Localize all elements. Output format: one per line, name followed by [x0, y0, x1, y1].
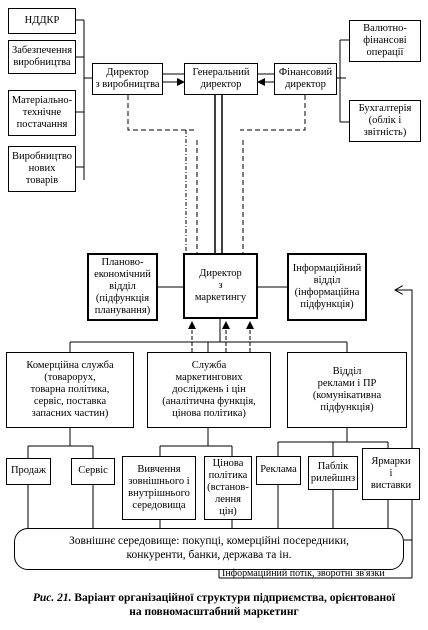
information-flow-note: Інформаційний потік, зворотні зв'язки [222, 568, 385, 579]
caption-title-line2: на повномасштабний маркетинг [129, 605, 299, 618]
figure-number: Рис. 21. [32, 592, 72, 604]
environment-study-box: Вивчення зовнішнього і внутрішнього сере… [122, 456, 196, 520]
advertising-pr-department-box: Відділ реклами і ПР (комунікативна підфу… [287, 352, 407, 428]
service-box: Сервіс [71, 458, 115, 485]
advertising-box: Реклама [256, 456, 301, 485]
accounting-box: Бухгалтерія (облік і звітність) [349, 100, 421, 142]
planning-department-box: Планово- економічний відділ (підфункція … [87, 253, 158, 321]
material-supply-box: Матеріально- технічне постачання [8, 90, 76, 136]
caption-title-line1: Варіант організаційної структури підприє… [74, 592, 396, 604]
external-environment-box: Зовнішнє середовище: покупці, комерційні… [14, 528, 404, 570]
finance-director-box: Фінансовий директор [274, 63, 337, 95]
new-goods-production-box: Виробництво нових товарів [8, 146, 76, 192]
nddkr-box: НДДКР [8, 8, 76, 34]
public-relations-box: Паблік рилейшнз [308, 456, 358, 490]
fairs-exhibitions-box: Ярмарки і виставки [362, 448, 420, 500]
director-production-box: Директор з виробництва [92, 63, 163, 95]
sales-box: Продаж [6, 458, 51, 485]
pricing-policy-box: Цінова політика (встанов- лення цін) [204, 456, 252, 520]
figure-caption: Рис. 21. Варіант організаційної структур… [8, 592, 420, 620]
information-department-box: Інформаційний відділ (інформаційна підфу… [287, 253, 367, 321]
commercial-service-box: Комерційна служба (товарорух, товарна по… [6, 352, 134, 428]
general-director-box: Генеральний директор [184, 63, 258, 95]
marketing-research-service-box: Служба маркетингових досліджень і цін (а… [147, 352, 271, 428]
currency-operations-box: Валютно- фінансові операції [349, 20, 421, 62]
marketing-director-box: Директор з маркетингу [183, 253, 258, 319]
production-supply-box: Забезпечення виробництва [8, 40, 76, 74]
